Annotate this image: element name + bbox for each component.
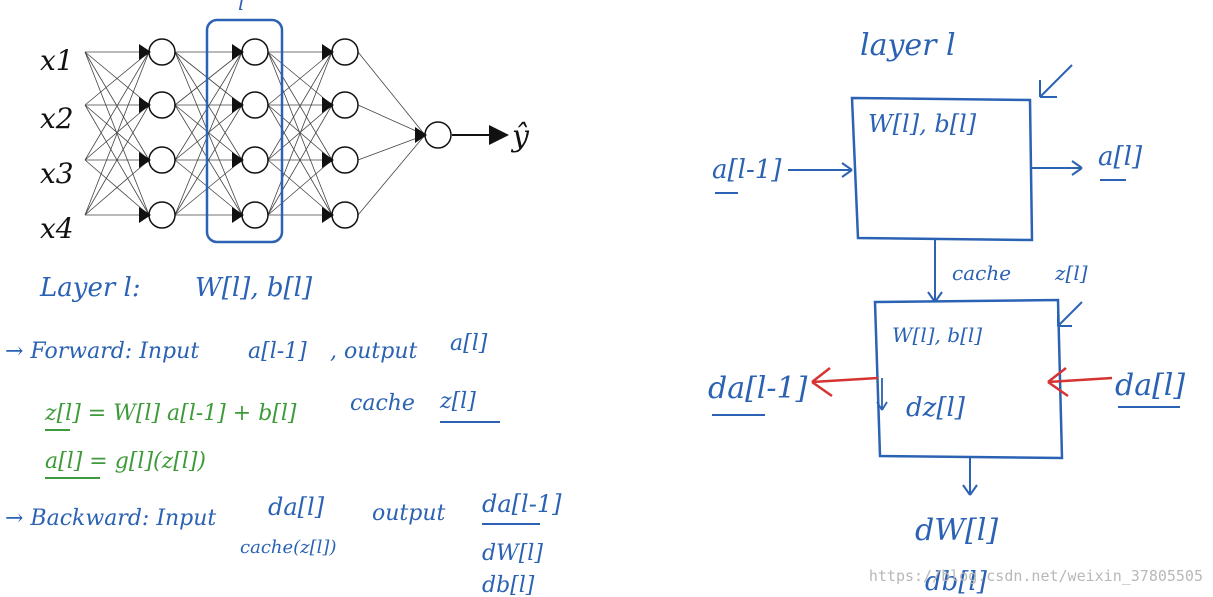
note-eq-z: z[l] = W[l] a[l-1] + b[l] (44, 401, 297, 426)
diagram-cache-z: z[l] (1054, 261, 1088, 285)
input-x4: x4 (40, 212, 74, 245)
network-edge (267, 51, 333, 106)
backward-pointer-arrow (1057, 301, 1083, 327)
network-edge (84, 51, 150, 216)
backward-input-da: da[l] (1115, 368, 1185, 403)
grad-down-arrow (962, 456, 978, 496)
neuron-input-wedge (139, 44, 151, 60)
network-edge (84, 104, 150, 216)
neuron-input-wedge (322, 152, 334, 168)
neuron-node (331, 201, 359, 229)
network-edge (267, 51, 333, 216)
network-edge (267, 104, 333, 216)
diagram-title: layer l (860, 28, 956, 63)
note-backward-out-label: output (372, 501, 446, 526)
network-edge (357, 51, 426, 136)
diagram-cache-label: cache (952, 261, 1011, 285)
neuron-node (331, 91, 359, 119)
neuron-input-wedge (415, 127, 427, 143)
neuron-node (331, 146, 359, 174)
network-edge (267, 51, 333, 161)
note-forward-label: → Forward: Input (5, 339, 199, 364)
backward-input-arrow (1047, 367, 1113, 398)
network-edge (174, 159, 243, 216)
layer-highlight-label: l (238, 0, 244, 15)
forward-output-arrow (1030, 160, 1083, 176)
output-yhat: ŷ (510, 119, 530, 154)
neuron-input-wedge (232, 97, 244, 113)
network-edge (174, 51, 243, 106)
neuron-node (148, 201, 176, 229)
neuron-input-wedge (139, 207, 151, 223)
cache-arrow (927, 240, 943, 303)
neuron-input-wedge (232, 44, 244, 60)
network-edge (84, 159, 150, 216)
network-edge (174, 51, 243, 216)
note-layer-params: W[l], b[l] (195, 273, 313, 303)
forward-box (850, 96, 1034, 242)
note-forward-out: a[l] (450, 331, 488, 356)
diagram-db: db[l] (925, 567, 988, 597)
network-edge (357, 104, 426, 136)
forward-input-a: a[l-1] (712, 155, 782, 185)
note-forward-in: a[l-1] (248, 339, 307, 364)
note-layer-label: Layer l: (39, 273, 141, 303)
neuron-node (241, 201, 269, 229)
neuron-node (241, 146, 269, 174)
neuron-input-wedge (232, 152, 244, 168)
neuron-node (148, 91, 176, 119)
forward-input-arrow (788, 162, 853, 178)
note-forward-out-label: , output (330, 339, 417, 364)
forward-box-params: W[l], b[l] (868, 110, 977, 138)
neuron-node (241, 91, 269, 119)
backward-output-arrow (811, 367, 879, 398)
backward-output-da: da[l-1] (708, 371, 808, 406)
network-edge (174, 51, 243, 161)
neuron-node (331, 38, 359, 66)
neuron-input-wedge (322, 44, 334, 60)
note-backward-db: db[l] (482, 573, 535, 597)
neural-network (84, 38, 452, 229)
network-edge (84, 51, 150, 106)
layer-highlight-box (205, 18, 284, 244)
note-backward-cache: cache(z[l]) (240, 537, 336, 558)
network-edge (84, 51, 150, 161)
note-cache-label: cache (350, 391, 415, 416)
neuron-node (241, 38, 269, 66)
neuron-input-wedge (232, 207, 244, 223)
forward-pointer-arrow (1039, 64, 1073, 98)
network-edge (357, 134, 426, 161)
note-backward-label: → Backward: Input (5, 506, 216, 531)
inner-down-arrow (876, 378, 888, 411)
neuron-input-wedge (322, 97, 334, 113)
input-x2: x2 (40, 102, 74, 135)
watermark: https://blog.csdn.net/weixin_37805505 (868, 567, 1203, 585)
network-edge (174, 104, 243, 216)
input-x1: x1 (40, 44, 74, 77)
neuron-input-wedge (322, 207, 334, 223)
diagram-dw: dW[l] (915, 513, 998, 548)
backward-box-params: W[l], b[l] (892, 323, 982, 347)
note-backward-in: da[l] (268, 493, 325, 521)
neuron-input-wedge (139, 97, 151, 113)
neuron-input-wedge (139, 152, 151, 168)
backward-box-dz: dz[l] (906, 393, 966, 423)
note-eq-a: a[l] = g[l](z[l]) (45, 449, 206, 474)
note-backward-dw: dW[l] (482, 541, 543, 566)
network-edge (267, 159, 333, 216)
neuron-node (148, 38, 176, 66)
note-backward-out: da[l-1] (482, 490, 562, 518)
neuron-node (148, 146, 176, 174)
network-edge (357, 134, 426, 216)
neuron-node (424, 121, 452, 149)
note-cache-z: z[l] (439, 389, 476, 414)
input-x3: x3 (40, 157, 74, 190)
forward-output-a: a[l] (1098, 142, 1143, 172)
